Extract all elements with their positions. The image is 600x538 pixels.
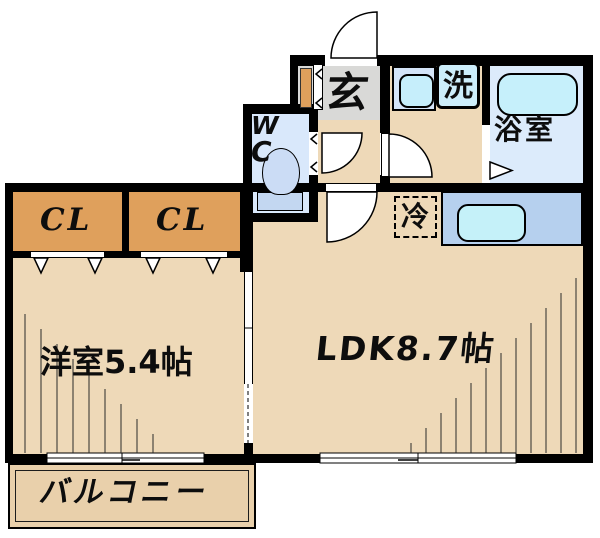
balcony-inner-line — [15, 470, 249, 522]
toilet-label: W C — [251, 111, 279, 168]
entrance-label: 玄 — [322, 68, 372, 117]
wall-closet-bottom — [13, 251, 240, 258]
sliding-door-western-ldk — [244, 272, 253, 384]
wall-bathroom-left — [482, 66, 490, 125]
wall-entrance-left — [290, 55, 298, 119]
refrigerator-space — [394, 196, 437, 238]
hall-ldk-door-opening — [325, 183, 377, 192]
wall-wc-right-lower — [309, 175, 318, 217]
ldk-label: LDK8.7帖 — [313, 329, 498, 368]
wall-wc-left — [243, 104, 252, 222]
western-room-floor — [13, 258, 244, 454]
wall-right — [583, 55, 593, 463]
closet-left-label: CL — [40, 202, 93, 238]
shoe-cabinet-door — [313, 64, 323, 110]
washing-machine-label: 洗 — [443, 69, 473, 104]
bathroom-label: 浴室 — [494, 113, 557, 146]
closet-right-floor — [129, 192, 240, 251]
vanity-unit — [392, 66, 436, 111]
wall-bottom-a — [5, 454, 47, 463]
closet-left-floor — [13, 192, 122, 251]
hallway-floor — [318, 118, 380, 183]
kitchen-counter — [441, 191, 583, 246]
wall-partition-lower — [244, 443, 253, 455]
closet-left-door — [30, 251, 105, 258]
toilet-bowl — [262, 148, 300, 195]
washing-machine-pan — [436, 62, 480, 109]
entrance-door-opening — [325, 55, 377, 66]
wall-wc-right-upper — [309, 110, 318, 132]
vanity-sink — [399, 74, 434, 108]
wall-bottom-b — [204, 454, 320, 463]
wall-top — [290, 55, 593, 66]
balcony-label: バルコニー — [36, 475, 214, 510]
wall-wc-bottom — [243, 213, 318, 222]
closet-right-label: CL — [156, 202, 209, 238]
wall-bottom-c — [516, 454, 593, 463]
wall-mid-right — [377, 183, 593, 192]
wall-washroom-door-jamb — [380, 175, 390, 187]
wall-mid-left — [5, 183, 325, 192]
ldk-window — [319, 452, 517, 464]
wall-entrance-right — [380, 55, 390, 133]
western-room-label: 洋室5.4帖 — [40, 343, 193, 381]
entrance-door-swing — [330, 11, 378, 59]
toilet-door — [309, 132, 318, 175]
shoe-cabinet — [300, 68, 312, 108]
balcony-area — [8, 463, 256, 529]
washroom-door-leaf — [381, 133, 390, 177]
wall-left — [5, 183, 13, 463]
wall-closet-right-end — [240, 192, 253, 272]
toilet-label-c: C — [251, 135, 272, 168]
refrigerator-label: 冷 — [401, 200, 430, 233]
toilet-label-w: W — [251, 111, 279, 140]
kitchen-sink — [457, 204, 526, 242]
closet-right-door — [140, 251, 228, 258]
bathtub — [497, 73, 578, 116]
wall-wc-top — [243, 104, 318, 114]
wall-closet-divider — [122, 192, 129, 251]
bathroom-door — [482, 125, 490, 181]
western-room-window — [46, 452, 205, 464]
